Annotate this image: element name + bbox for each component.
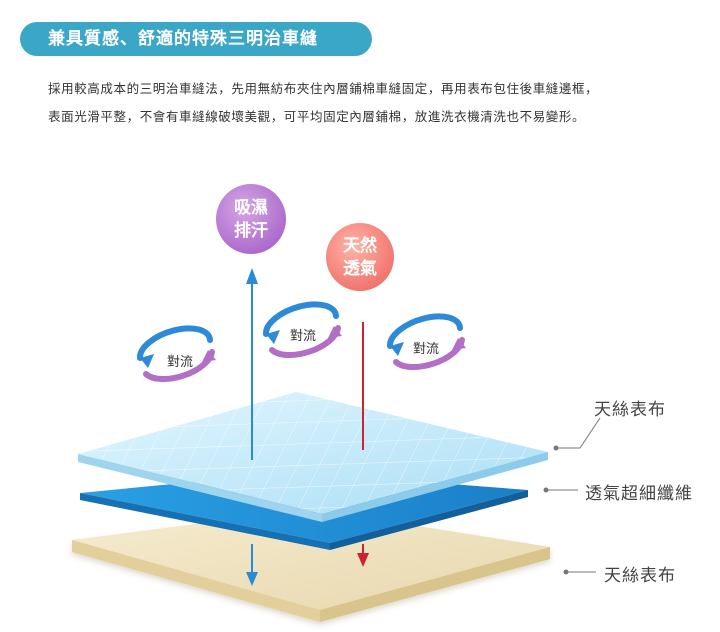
- leader-line-top: [553, 417, 601, 451]
- convection-label-left: 對流: [167, 355, 193, 370]
- description-line-1: 採用較高成本的三明治車縫法，先用無紡布夾住內層鋪棉車縫固定，再用表布包住後車縫邊…: [48, 81, 599, 96]
- label-top-fabric: 天絲表布: [594, 400, 666, 420]
- label-bottom-fabric: 天絲表布: [604, 566, 676, 586]
- convection-arc-right: [387, 313, 466, 371]
- description-line-2: 表面光滑平整，不會有車縫線破壞美觀，可平均固定內層鋪棉，放進洗衣機清洗也不易變形…: [48, 109, 586, 124]
- breathable-bubble: 天然 透氣: [326, 223, 394, 291]
- convection-label-mid: 對流: [290, 329, 316, 344]
- breath-bubble-line1: 天然: [343, 235, 377, 256]
- label-microfiber: 透氣超細纖維: [585, 484, 693, 504]
- bottom-fabric-layer: [72, 509, 550, 622]
- breath-bubble-line2: 透氣: [343, 258, 377, 279]
- section-title-badge: 兼具質感、舒適的特殊三明治車縫: [20, 22, 372, 56]
- leader-line-mid: [543, 487, 578, 493]
- convection-label-right: 對流: [413, 342, 439, 357]
- title-pill-shape: [20, 22, 372, 56]
- section-title: 兼具質感、舒適的特殊三明治車縫: [48, 29, 318, 49]
- layer-diagram: 對流 對流 對流 吸濕 排汗 天然 透氣: [72, 184, 601, 622]
- absorb-bubble-line2: 排汗: [234, 220, 268, 241]
- convection-arc-mid: [263, 301, 342, 359]
- top-fabric-layer: [78, 392, 548, 522]
- absorb-bubble-line1: 吸濕: [234, 198, 268, 218]
- convection-arc-left: [137, 325, 216, 383]
- breath-arrow-red: [357, 322, 369, 567]
- moisture-arrow-blue: [246, 268, 258, 586]
- absorb-sweat-bubble: 吸濕 排汗: [216, 184, 286, 254]
- leader-line-bottom: [563, 569, 596, 575]
